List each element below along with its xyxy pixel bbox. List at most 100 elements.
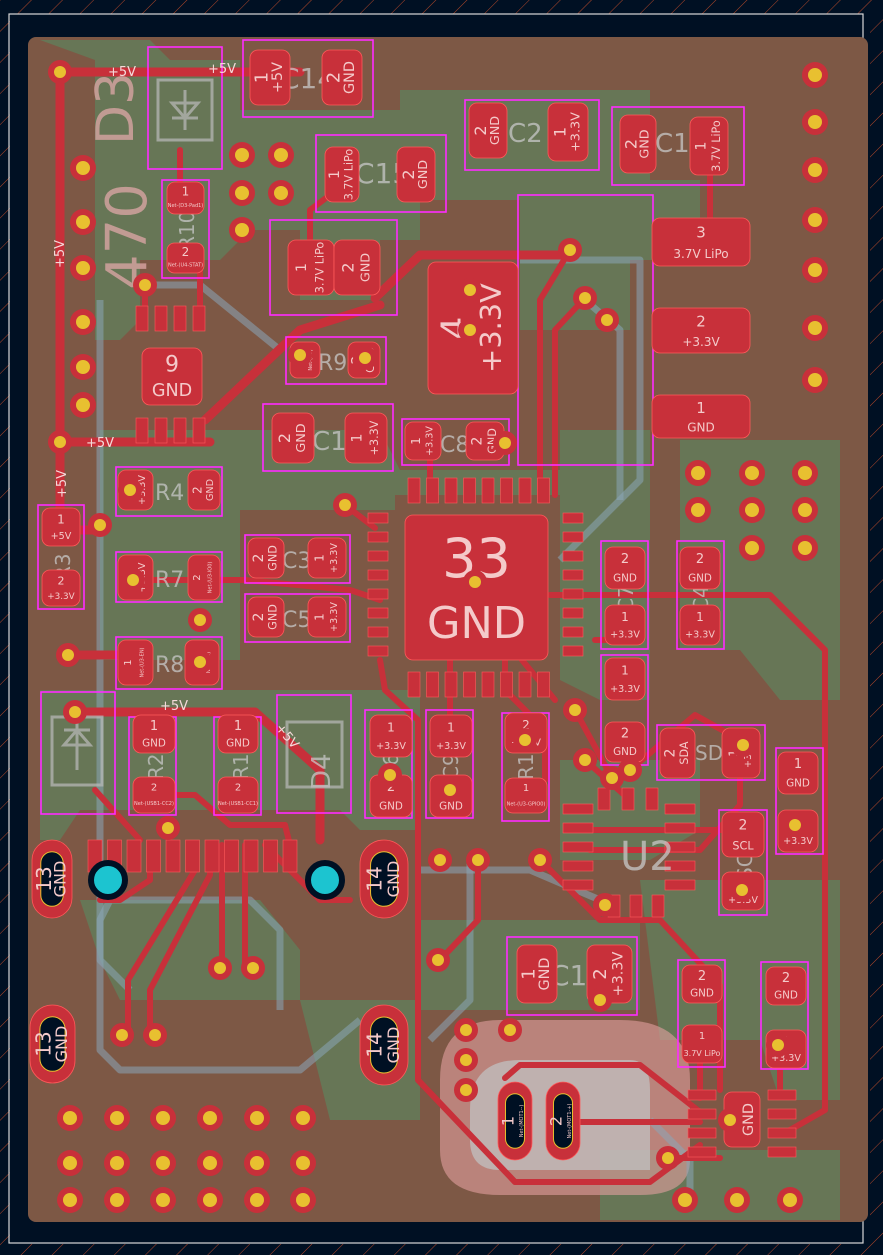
via (463, 570, 487, 594)
pad[interactable]: 1+3.3V (307, 537, 347, 579)
pad[interactable]: 1+3.3V (604, 604, 646, 646)
pad-copper (681, 1024, 723, 1064)
via (454, 1048, 478, 1072)
through-hole-pin (244, 1105, 270, 1131)
pad-number: 1 (294, 263, 310, 272)
ref-r2: R2 (144, 753, 168, 780)
pad-number: 1 (312, 554, 326, 562)
pad-number: 1 (693, 142, 709, 151)
via (618, 758, 642, 782)
pad-number: 1 (523, 783, 529, 794)
ic-pin (146, 839, 161, 873)
pad[interactable]: 1+3.3V (429, 714, 473, 758)
pad[interactable]: 1+3.3V (547, 102, 589, 162)
pad-copper (651, 307, 751, 354)
pad-number: 1 (551, 127, 570, 137)
pad[interactable]: 1+3.3V (369, 714, 413, 758)
pad[interactable]: 2+3.3V (651, 307, 751, 354)
pad[interactable]: 13.7V LiPo (681, 1024, 723, 1064)
ic-pin (154, 305, 168, 332)
pad[interactable]: 1+3.3V (604, 657, 646, 701)
pad-drill-slot (552, 1093, 574, 1149)
pad-net: GND (537, 958, 553, 991)
pad-net: GND (152, 381, 192, 401)
through-hole-pin (792, 535, 818, 561)
ic-pin (282, 839, 298, 873)
pad[interactable]: 1+5V (249, 49, 291, 106)
pad[interactable]: 2+3.3V (41, 569, 81, 607)
pad-number: 1 (499, 1116, 518, 1126)
via (208, 956, 232, 980)
via (595, 308, 619, 332)
pad-number: 1 (327, 170, 343, 179)
pad-number: 1 (519, 968, 540, 979)
ic-pin (135, 305, 149, 332)
via (558, 238, 582, 262)
pad-net: GND (52, 1026, 71, 1063)
ic-pin (562, 645, 584, 657)
pad-copper (271, 412, 315, 464)
pad-number: 2 (182, 245, 190, 259)
ic-pin (562, 607, 584, 619)
pad-net: GND (439, 801, 463, 813)
pad-net: +3.3V (610, 630, 640, 641)
trace-label: +5V (55, 470, 70, 498)
pad-number: 2 (547, 1116, 566, 1126)
pad-number: 14 (362, 1032, 386, 1057)
pad[interactable]: 1+5V (41, 507, 81, 547)
pad[interactable]: 1+3.3V (344, 412, 388, 464)
pad-number: 2 (698, 969, 706, 984)
pad-net: GND (226, 738, 250, 750)
pad-net: GND (613, 746, 637, 758)
pad[interactable]: 1+3.3V (307, 596, 347, 638)
ic-pin (263, 839, 278, 873)
pad[interactable]: 1+3.3V (404, 421, 442, 461)
through-hole-pin (150, 1105, 176, 1131)
via (563, 698, 587, 722)
pad[interactable]: 1+3.3V (679, 604, 721, 646)
ic-pin (651, 894, 665, 918)
pad[interactable]: 33.7V LiPo (651, 217, 751, 267)
via (573, 286, 597, 310)
